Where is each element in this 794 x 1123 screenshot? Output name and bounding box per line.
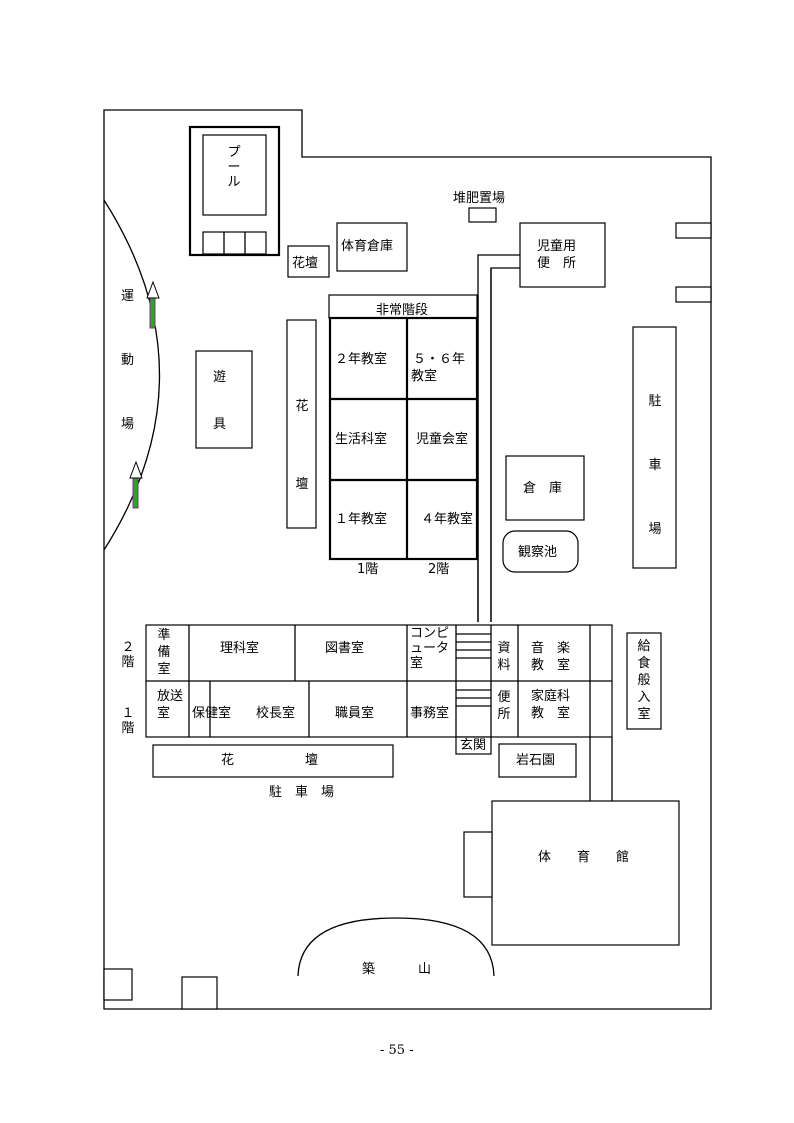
corner-box-bottom: [181, 976, 218, 1010]
label-parking-right: 駐車場: [648, 394, 662, 537]
entrance: [455, 736, 492, 755]
label-play-equipment-2: 具: [213, 417, 227, 432]
label-ganseki: 岩石園: [516, 753, 556, 768]
label-room-2nen: ２年教室: [335, 352, 388, 367]
label-row1-floor: １階: [121, 706, 135, 736]
boundary-notch-bottom: [675, 286, 712, 303]
label-jimu: 事務室: [410, 706, 450, 721]
label-computer-2: ュータ: [410, 641, 450, 656]
label-kouchou: 校長室: [256, 706, 296, 721]
site-boundary: [103, 109, 712, 1010]
compost-area: [468, 207, 497, 223]
label-computer-1: コンピ: [410, 626, 450, 641]
label-housou-2: 室: [157, 706, 171, 721]
label-gym: 体 育 館: [538, 850, 630, 865]
label-ongaku-1: 音 楽: [531, 641, 571, 656]
label-child-toilet-1: 児童用: [537, 239, 577, 254]
label-flowerbed-bottom-2: 壇: [305, 753, 319, 768]
label-tsukiyama-1: 築: [362, 962, 376, 977]
boundary-notch-top: [675, 222, 712, 239]
artificial-hill: [297, 917, 495, 977]
page-number: - 55 -: [380, 1043, 414, 1058]
label-room-1nen: １年教室: [335, 512, 388, 527]
label-row2-floor: ２階: [121, 640, 135, 670]
classroom-block: [328, 316, 479, 561]
pool-steps: [202, 231, 267, 255]
label-computer-3: 室: [410, 656, 424, 671]
label-floor1: 1階: [357, 562, 379, 577]
flowerbed-bottom: [152, 744, 394, 778]
label-hoken: 保健室: [192, 706, 232, 721]
label-pe-storage: 体育倉庫: [341, 239, 394, 254]
label-playground-3: 場: [121, 417, 135, 432]
label-room-56nen-2: 教室: [411, 369, 438, 384]
label-playground-1: 運: [121, 289, 135, 304]
label-compost: 堆肥置場: [453, 191, 506, 206]
label-flowerbed-bottom-1: 花: [221, 753, 235, 768]
label-room-jidoukai: 児童会室: [416, 432, 469, 447]
rock-garden: [498, 743, 577, 778]
label-room-4nen: ４年教室: [421, 512, 474, 527]
label-flowerbed-vertical: 花壇: [295, 399, 309, 492]
label-warehouse: 倉 庫: [523, 481, 563, 496]
label-ongaku-2: 教 室: [531, 658, 571, 673]
label-kyushoku: 給食般入室: [637, 639, 651, 722]
label-flowerbed-small: 花壇: [292, 256, 319, 271]
child-toilet: [519, 222, 606, 288]
lunch-delivery-room: [626, 632, 662, 730]
label-junbi: 準備室: [157, 628, 171, 677]
label-shokuin: 職員室: [335, 706, 375, 721]
label-housou-1: 放送: [157, 689, 184, 704]
flowerbed-vertical: [286, 319, 317, 529]
label-genkan: 玄関: [460, 738, 487, 753]
label-tosho: 図書室: [325, 641, 365, 656]
parking-right: [632, 326, 677, 569]
playground-arc: [103, 199, 161, 551]
warehouse: [505, 455, 585, 521]
label-parking-bottom: 駐 車 場: [269, 785, 335, 800]
label-katei-2: 教 室: [531, 706, 571, 721]
corner-box-left: [103, 968, 133, 1001]
label-benjo: 便所: [497, 690, 511, 722]
play-equipment: [195, 350, 253, 449]
label-pond: 観察池: [518, 545, 558, 560]
label-room-56nen-1: ５・６年: [413, 352, 466, 367]
label-katei-1: 家庭科: [531, 689, 571, 704]
flowerbed-small: [287, 245, 330, 278]
gymnasium: [491, 800, 680, 946]
observation-pond: [502, 530, 579, 573]
label-room-seikatsu: 生活科室: [335, 432, 388, 447]
label-playground-2: 動: [121, 353, 135, 368]
entrance-arrow-lower: [129, 460, 143, 509]
pe-storage: [336, 222, 408, 272]
label-play-equipment-1: 遊: [213, 370, 227, 385]
pool: [202, 134, 267, 216]
label-shiryo: 資料: [497, 641, 511, 673]
label-tsukiyama-2: 山: [418, 962, 432, 977]
label-emergency-stairs: 非常階段: [376, 303, 429, 318]
label-pool: プール: [227, 145, 241, 190]
entrance-arrow-upper: [146, 280, 160, 329]
gym-annex: [463, 831, 493, 898]
label-rika: 理科室: [220, 641, 260, 656]
label-floor2: 2階: [428, 562, 450, 577]
label-child-toilet-2: 便 所: [537, 256, 577, 271]
main-stairs: [456, 633, 491, 707]
